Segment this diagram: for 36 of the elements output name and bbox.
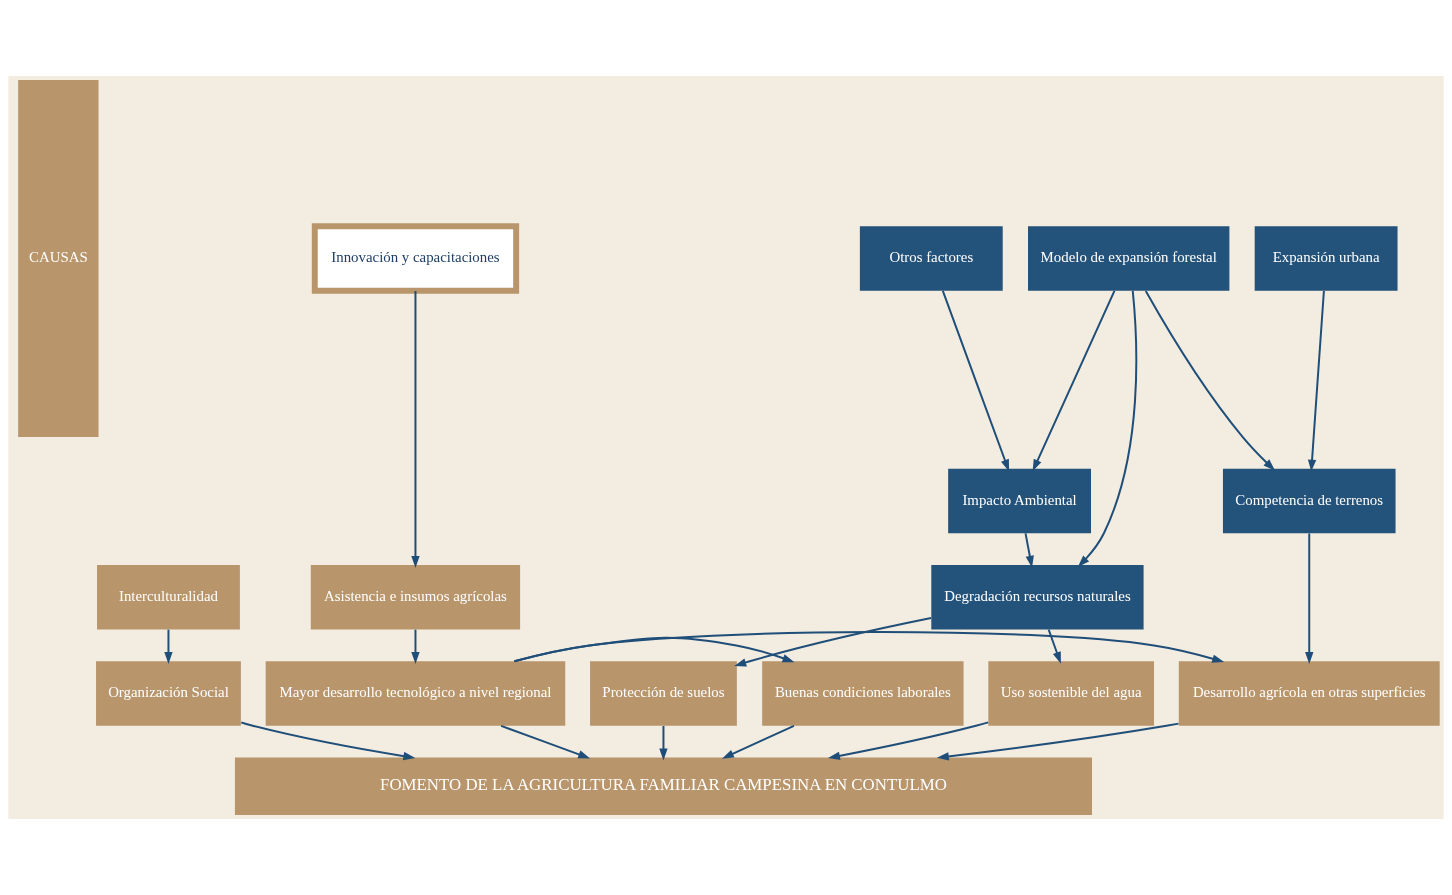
- arrow: [1305, 532, 1314, 665]
- node-box: Competencia de terrenos: [1222, 468, 1396, 534]
- node-box: Modelo de expansión forestal: [1028, 226, 1230, 291]
- arrow: [411, 289, 420, 568]
- arrow: [1024, 532, 1034, 568]
- arrow: [828, 721, 990, 760]
- arrow: [513, 631, 1225, 663]
- arrow: [1032, 289, 1116, 472]
- arrow: [411, 628, 420, 664]
- node-box: Organización Social: [96, 661, 241, 726]
- node-box: FOMENTO DE LA AGRICULTURA FAMILIAR CAMPESINA EN CONTULMO: [234, 757, 1092, 816]
- arrow: [1307, 289, 1325, 472]
- arrow: [936, 722, 1180, 761]
- node-box: Expansión urbana: [1254, 226, 1398, 291]
- arrow: [734, 617, 933, 667]
- node-box: Protección de suelos: [590, 661, 737, 726]
- arrow: [1047, 628, 1061, 664]
- node-box: Desarrollo agrícola en otras superficies: [1178, 661, 1440, 726]
- node-box: Mayor desarrollo tecnológico a nivel regional: [265, 661, 566, 726]
- arrow: [721, 724, 795, 759]
- node-box: Degradación recursos naturales: [931, 565, 1144, 630]
- arrow: [1077, 289, 1138, 567]
- arrow: [659, 725, 668, 761]
- node-box: CAUSAS: [18, 79, 99, 438]
- node-box: Interculturalidad: [97, 565, 240, 630]
- node-box: Buenas condiciones laborales: [762, 661, 964, 726]
- node-box: Otros factores: [859, 226, 1003, 291]
- arrow: [1144, 289, 1275, 471]
- node-box: Asistencia e insumos agrícolas: [310, 565, 521, 630]
- arrow: [164, 628, 173, 664]
- node-box: Impacto Ambiental: [948, 468, 1091, 534]
- arrow: [500, 724, 591, 759]
- arrow: [941, 289, 1010, 472]
- arrow: [240, 721, 416, 761]
- node-box: Innovación y capacitaciones: [311, 223, 520, 294]
- node-box: Uso sostenible del agua: [988, 661, 1154, 726]
